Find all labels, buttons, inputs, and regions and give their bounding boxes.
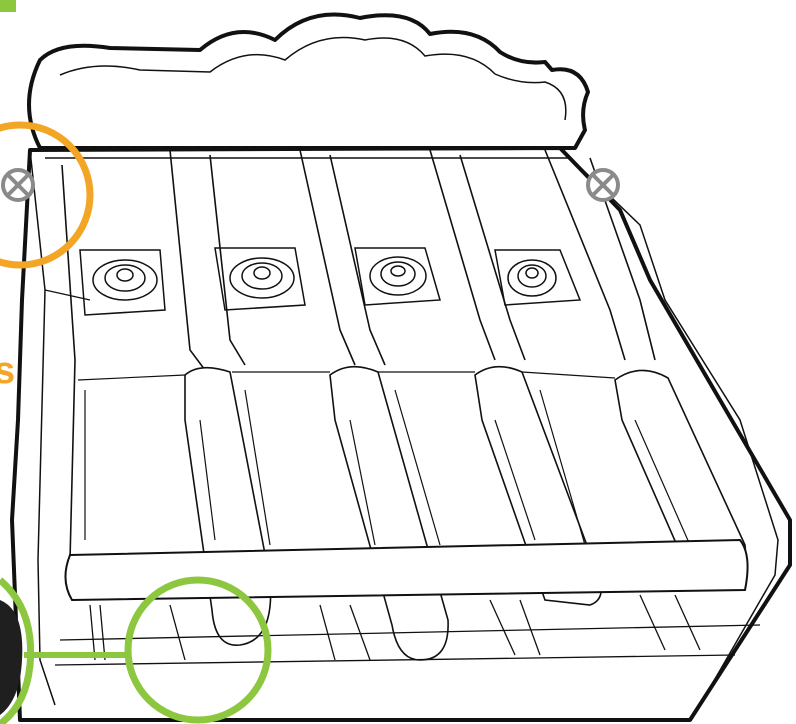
- bottom-slats: [54, 594, 761, 666]
- round-button-4: [507, 259, 557, 297]
- orange-callout-circle: [0, 121, 94, 269]
- green-corner-mark: [0, 0, 16, 12]
- remove-screw-icon: [586, 168, 620, 202]
- round-button-1: [92, 259, 158, 301]
- round-button-3: [369, 256, 427, 296]
- edge-letter-fragment: s: [0, 350, 16, 392]
- round-button-2: [229, 257, 295, 299]
- pedestals: [79, 247, 582, 316]
- green-callout-arc: [0, 577, 35, 724]
- dark-part-fragment: [0, 600, 23, 715]
- divider-walls: [61, 149, 656, 561]
- channel-lines: [77, 371, 691, 546]
- green-callout-circle: [124, 576, 272, 724]
- cloud-top-plate: [27, 12, 590, 150]
- remove-screw-icon: [1, 168, 35, 202]
